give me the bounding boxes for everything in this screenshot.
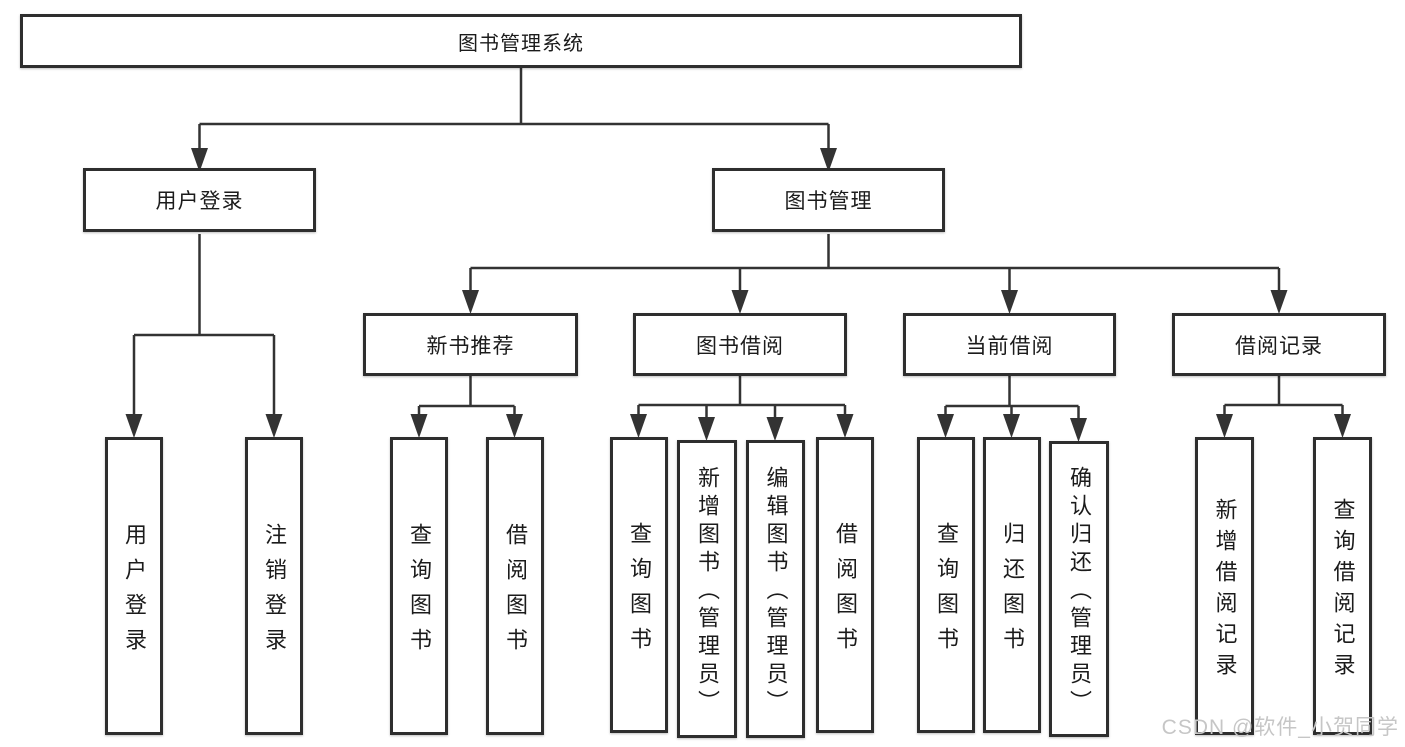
arrowhead xyxy=(1216,414,1233,438)
arrowhead xyxy=(1334,414,1351,438)
arrowhead xyxy=(410,414,428,438)
leaf-add-books-admin: 新增图书（管理员） xyxy=(677,440,737,738)
node-root-label: 图书管理系统 xyxy=(458,32,584,55)
node-borrow-record-label: 借阅记录 xyxy=(1235,334,1323,358)
leaf-query-borrow-record-label: 查询借阅记录 xyxy=(1330,497,1356,684)
edge-borrowrecord-to-leaves xyxy=(1223,376,1344,426)
arrowhead xyxy=(125,414,143,438)
node-current-borrow-label: 当前借阅 xyxy=(965,334,1054,358)
edge-newbookrec-to-leaves xyxy=(417,376,516,426)
leaf-confirm-return-admin: 确认归还（管理员） xyxy=(1049,441,1109,737)
node-book-management-label: 图书管理 xyxy=(784,190,873,213)
csdn-watermark: CSDN @软件_小贺同学 xyxy=(1161,716,1399,739)
leaf-query-borrow-record: 查询借阅记录 xyxy=(1313,437,1372,735)
arrowhead xyxy=(698,417,715,441)
leaf-recommend-borrow-books: 借阅图书 xyxy=(486,437,544,735)
node-current-borrow: 当前借阅 xyxy=(903,313,1116,376)
leaf-user-login-label: 用户登录 xyxy=(122,522,147,663)
node-new-book-recommend-label: 新书推荐 xyxy=(426,334,515,358)
leaf-recommend-query-books-label: 查询图书 xyxy=(407,522,432,663)
node-root: 图书管理系统 xyxy=(20,14,1022,68)
node-borrow-record: 借阅记录 xyxy=(1172,313,1386,376)
edge-bookmgmt-to-level3 xyxy=(469,234,1281,302)
node-new-book-recommend: 新书推荐 xyxy=(363,313,578,376)
node-user-login-label: 用户登录 xyxy=(155,190,244,213)
leaf-borrow-borrow-books-label: 借阅图书 xyxy=(833,521,858,662)
leaf-edit-books-admin: 编辑图书（管理员） xyxy=(746,440,805,738)
leaf-borrow-query-books-label: 查询图书 xyxy=(627,521,652,662)
leaf-borrow-borrow-books: 借阅图书 xyxy=(816,437,874,733)
leaf-confirm-return-admin-label: 确认归还（管理员） xyxy=(1067,466,1092,718)
leaf-return-books: 归还图书 xyxy=(983,437,1041,733)
arrowhead xyxy=(1001,290,1018,314)
node-user-login: 用户登录 xyxy=(83,168,316,232)
node-book-borrow-label: 图书借阅 xyxy=(696,334,784,358)
leaf-user-login: 用户登录 xyxy=(105,437,163,735)
edge-userlogin-to-leaves xyxy=(132,234,276,426)
arrowhead xyxy=(1070,418,1087,442)
leaf-recommend-query-books: 查询图书 xyxy=(390,437,448,735)
arrowhead xyxy=(1270,290,1288,314)
leaf-current-query-books-label: 查询图书 xyxy=(934,521,959,662)
arrowhead xyxy=(731,290,749,314)
edge-root-to-level2 xyxy=(198,68,830,160)
node-book-borrow: 图书借阅 xyxy=(633,313,847,376)
arrowhead xyxy=(836,414,854,438)
leaf-add-books-admin-label: 新增图书（管理员） xyxy=(695,466,720,718)
arrowhead xyxy=(937,414,954,438)
arrowhead xyxy=(265,414,283,438)
edge-bookborrow-to-leaves xyxy=(637,376,847,429)
arrowheads xyxy=(125,148,1351,442)
arrowhead xyxy=(630,414,647,438)
leaf-logout-label: 注销登录 xyxy=(262,522,287,663)
arrowhead xyxy=(191,148,208,172)
leaf-add-borrow-record-label: 新增借阅记录 xyxy=(1212,497,1238,684)
arrowhead xyxy=(462,290,479,314)
node-book-management: 图书管理 xyxy=(712,168,945,232)
leaf-return-books-label: 归还图书 xyxy=(1000,521,1025,662)
leaf-recommend-borrow-books-label: 借阅图书 xyxy=(503,522,528,663)
leaf-borrow-query-books: 查询图书 xyxy=(610,437,668,733)
arrowhead xyxy=(820,148,837,172)
leaf-edit-books-admin-label: 编辑图书（管理员） xyxy=(763,466,789,718)
leaf-add-borrow-record: 新增借阅记录 xyxy=(1195,437,1254,735)
leaf-current-query-books: 查询图书 xyxy=(917,437,975,733)
arrowhead xyxy=(506,414,523,438)
arrowhead xyxy=(1003,414,1020,438)
leaf-logout: 注销登录 xyxy=(245,437,303,735)
arrowhead xyxy=(766,417,784,441)
